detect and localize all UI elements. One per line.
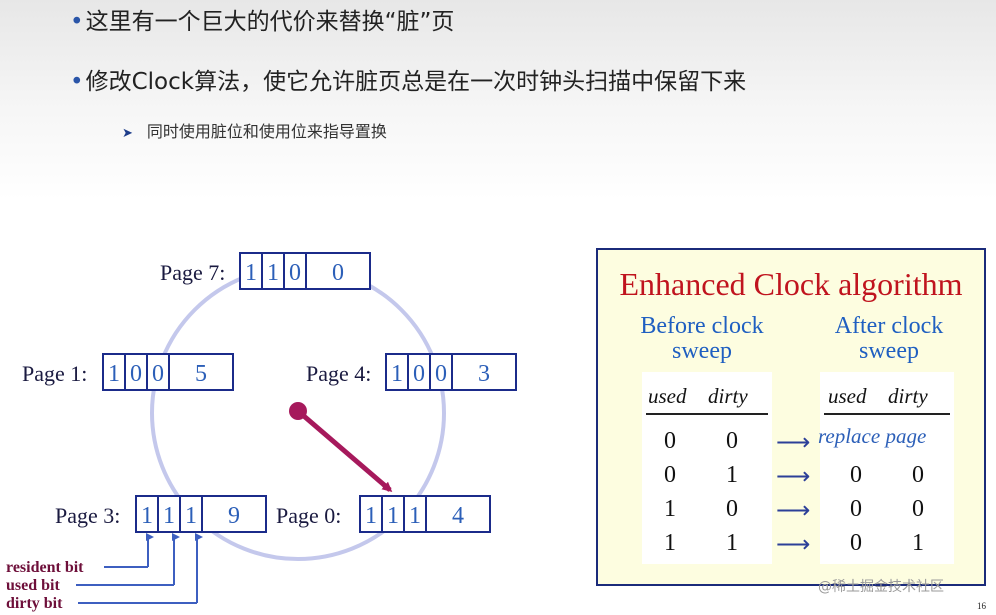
after-header-rule: [824, 413, 950, 415]
bullet-dot: •: [70, 69, 84, 95]
bit-value: 1: [267, 260, 279, 286]
frame-cell: [451, 353, 517, 391]
after-row-4-dirty: 1: [912, 530, 924, 556]
before-row-4-dirty: 1: [726, 530, 738, 556]
before-row-1-dirty: 0: [726, 428, 738, 454]
dirty-bit-label: dirty bit: [6, 595, 63, 612]
row-2-arrow-icon: ⟶: [776, 464, 811, 490]
before-row-3-used: 1: [664, 496, 676, 522]
before-row-2-used: 0: [664, 462, 676, 488]
before-row-2-dirty: 1: [726, 462, 738, 488]
before-row-4-used: 1: [664, 530, 676, 556]
bullet-1-text: 这里有一个巨大的代价来替换“脏”页: [85, 9, 455, 35]
frame-number: 0: [332, 260, 344, 286]
bullet-dot: •: [70, 9, 84, 35]
frame-cell: [168, 353, 234, 391]
bit-labels: resident bit used bit dirty bit: [6, 533, 203, 612]
after-row-2-used: 0: [850, 462, 862, 488]
frame-number: 5: [195, 361, 207, 387]
page-label: Page 7:: [160, 260, 225, 285]
page-label: Page 1:: [22, 361, 87, 386]
bit-value: 1: [185, 503, 197, 529]
before-sweep-line2: sweep: [672, 338, 732, 364]
bit-value: 1: [141, 503, 153, 529]
resident-bit-label: resident bit: [6, 559, 84, 576]
sub-bullet-text: 同时使用脏位和使用位来指导置换: [146, 122, 387, 141]
after-sweep-line1: After clock: [834, 313, 944, 339]
after-used-header: used: [828, 384, 867, 408]
after-row-3-dirty: 0: [912, 496, 924, 522]
slide-page-number: 16: [977, 601, 986, 611]
frame-cell: [425, 495, 491, 533]
bit-value: 1: [387, 503, 399, 529]
after-row-4-used: 0: [850, 530, 862, 556]
bit-value: 1: [391, 361, 403, 387]
page-label: Page 0:: [276, 503, 341, 528]
panel-title: Enhanced Clock algorithm: [619, 266, 963, 302]
after-row-2-dirty: 0: [912, 462, 924, 488]
replace-page-label: replace page: [818, 424, 927, 448]
frame-cell: [305, 252, 371, 290]
before-header-rule: [646, 413, 768, 415]
before-sweep-line1: Before clock: [640, 313, 764, 339]
after-table: used dirty replace page 0 0 0 0 0 1: [818, 372, 954, 564]
page-label: Page 4:: [306, 361, 371, 386]
row-1-arrow-icon: ⟶: [776, 430, 811, 456]
row-3-arrow-icon: ⟶: [776, 498, 811, 524]
bit-value: 0: [289, 260, 301, 286]
enhanced-clock-panel: Enhanced Clock algorithm Before clock sw…: [596, 248, 986, 586]
bullet-2: •修改Clock算法，使它允许脏页总是在一次时钟头扫描中保留下来: [70, 62, 746, 96]
bit-value: 0: [152, 361, 164, 387]
frame-number: 4: [452, 503, 464, 529]
bit-value: 0: [130, 361, 142, 387]
after-row-3-used: 0: [850, 496, 862, 522]
after-sweep-line2: sweep: [859, 338, 919, 364]
before-used-header: used: [648, 384, 687, 408]
page-label: Page 3:: [55, 503, 120, 528]
clock-hand-pointer: [296, 409, 393, 492]
bit-value: 0: [435, 361, 447, 387]
after-dirty-header: dirty: [888, 384, 928, 408]
bit-value: 1: [163, 503, 175, 529]
row-4-arrow-icon: ⟶: [776, 532, 811, 558]
frame-number: 3: [478, 361, 490, 387]
before-dirty-header: dirty: [708, 384, 748, 408]
bit-value: 1: [409, 503, 421, 529]
bullet-2-text: 修改Clock算法，使它允许脏页总是在一次时钟头扫描中保留下来: [85, 69, 747, 95]
frame-cell: [201, 495, 267, 533]
before-table: used dirty 0 0 0 1 1 0 1 1: [642, 372, 772, 564]
before-row-1-used: 0: [664, 428, 676, 454]
after-sweep-header: After clock sweep: [804, 314, 974, 364]
bit-value: 1: [108, 361, 120, 387]
before-sweep-header: Before clock sweep: [612, 314, 792, 364]
used-bit-label: used bit: [6, 577, 60, 594]
bullet-1: •这里有一个巨大的代价来替换“脏”页: [70, 2, 454, 36]
watermark: @稀土掘金技术社区: [818, 579, 944, 595]
before-row-3-dirty: 0: [726, 496, 738, 522]
bit-value: 0: [413, 361, 425, 387]
bit-value: 1: [365, 503, 377, 529]
frame-number: 9: [228, 503, 240, 529]
sub-arrow-icon: ➤: [122, 126, 133, 141]
sub-bullet: ➤ 同时使用脏位和使用位来指导置换: [122, 118, 387, 142]
bit-value: 1: [245, 260, 257, 286]
